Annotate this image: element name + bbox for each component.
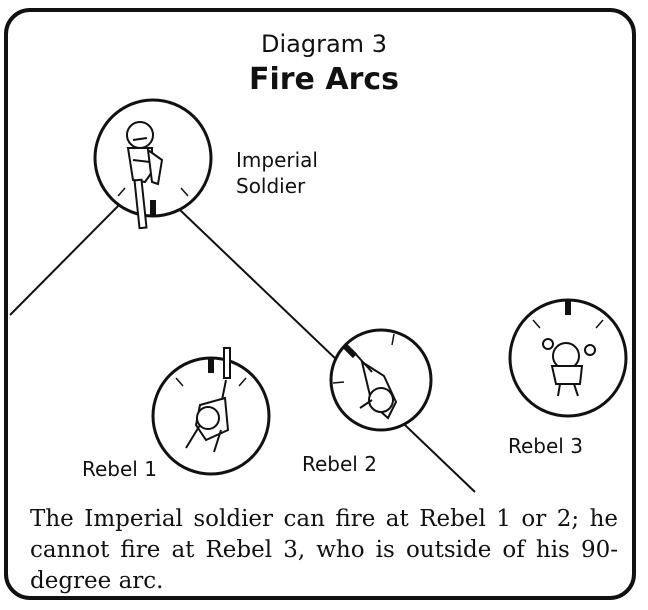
rebel-3-label: Rebel 3 — [508, 434, 583, 458]
rebel-1-label: Rebel 1 — [82, 457, 157, 481]
rebel-1-figure — [185, 347, 231, 453]
diagram-frame — [4, 8, 636, 600]
imperial-soldier-token — [93, 98, 213, 230]
imperial-soldier-figure — [126, 121, 164, 230]
rebel-2-token — [329, 328, 433, 432]
rebel-2-figure — [351, 349, 398, 420]
diagram-number: Diagram 3 — [261, 30, 387, 58]
diagram-title: Fire Arcs — [248, 62, 399, 97]
rebel-2-label: Rebel 2 — [302, 452, 377, 476]
rebel-3-token — [508, 298, 628, 418]
fire-arc-line-left — [9, 195, 129, 316]
rebel-1-token — [151, 347, 271, 476]
imperial-soldier-label: Imperial Soldier — [236, 148, 318, 198]
rebel-3-figure — [542, 338, 596, 397]
diagram-caption: The Imperial soldier can fire at Rebel 1… — [30, 506, 618, 594]
fire-arc-line-right — [179, 209, 476, 493]
